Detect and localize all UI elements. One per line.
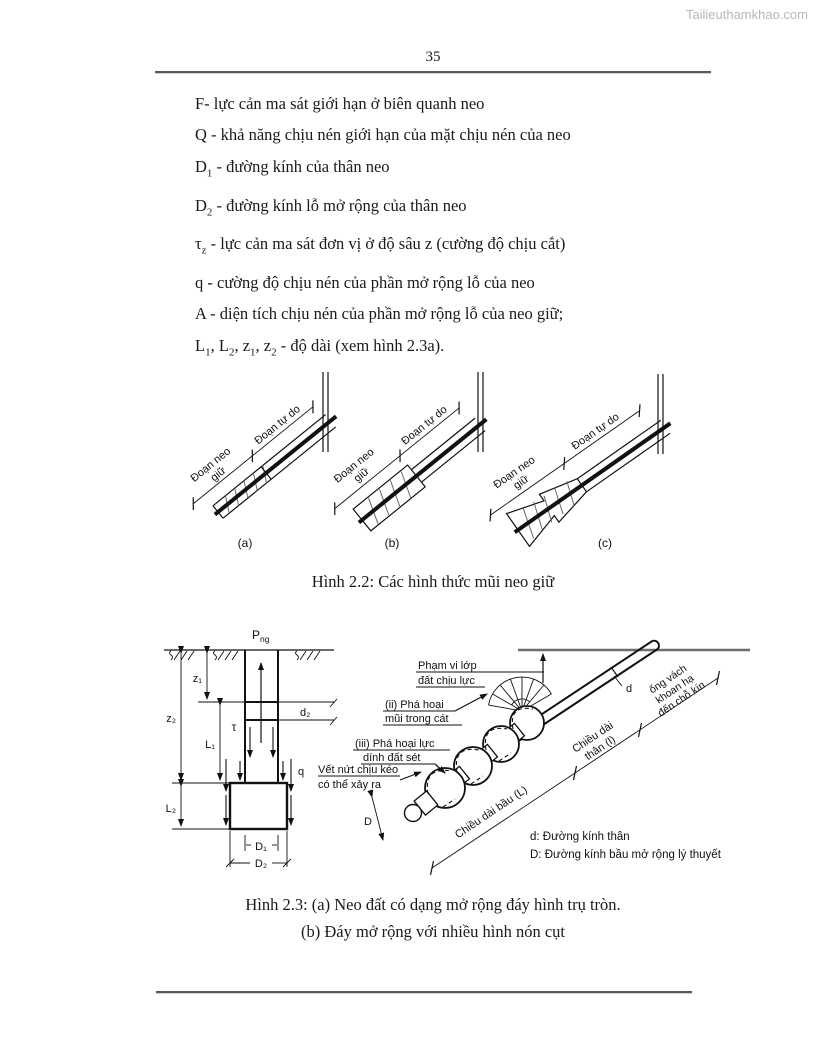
D2-label: D₂ xyxy=(255,858,267,870)
crack-label-1: Vết nứt chịu kéo xyxy=(318,764,398,776)
watermark: Tailieuthamkhao.com xyxy=(685,7,808,22)
definition-line: A - diện tích chịu nén của phần mở rộng … xyxy=(195,304,564,324)
bottom-rule xyxy=(156,991,692,994)
free-length-label: Đoạn tự do xyxy=(570,411,622,452)
fig22-panel-c: Đoạn neo giữ Đoạn tự do (c) xyxy=(489,374,672,550)
failure-fan xyxy=(488,676,552,712)
fig23-cross-section: Png τ q z₁ z₂ L₁ xyxy=(164,628,338,870)
d-label: d xyxy=(626,683,632,695)
d2-label: d₂ xyxy=(300,707,310,719)
definition-line: τz - lực cản ma sát đơn vị ở độ sâu z (c… xyxy=(195,234,566,257)
definition-line: D2 - đường kính lỗ mở rộng của thân neo xyxy=(195,195,467,218)
ground-hatch xyxy=(169,650,321,661)
D1-label: D₁ xyxy=(255,841,267,853)
sand-failure-label-2: mũi trong cát xyxy=(385,713,449,725)
L2-label: L₂ xyxy=(166,803,176,815)
casing-label: ống vách khoan hạ đến chỗ kín xyxy=(647,662,707,719)
p-sub: ng xyxy=(260,634,270,644)
sand-failure-label-1: (ii) Phá hoại xyxy=(385,699,444,711)
figure-2-3: Png τ q z₁ z₂ L₁ xyxy=(164,628,750,876)
D-label: D xyxy=(364,816,372,828)
clay-failure-label-2: dính đất sét xyxy=(363,752,421,764)
q-label: q xyxy=(298,766,304,778)
free-length-label: Đoạn tự do xyxy=(399,404,449,448)
crack-label-2: có thể xảy ra xyxy=(318,779,382,791)
under-reamed-bulb xyxy=(403,705,545,823)
page-number: 35 xyxy=(425,49,441,65)
definition-line: F- lực cản ma sát giới hạn ở biên quanh … xyxy=(195,94,485,113)
panel-b-label: (b) xyxy=(385,536,400,550)
tau-label: τ xyxy=(232,720,237,734)
shaft-length-label: Chiều dài thân (l) xyxy=(570,720,617,763)
figure-2-2-caption: Hình 2.2: Các hình thức mũi neo giữ xyxy=(311,572,555,591)
bearing-layer-label-2: đất chịu lực xyxy=(418,675,475,687)
figure-2-3-caption-line1: Hình 2.3: (a) Neo đất có dạng mở rộng đá… xyxy=(245,895,621,914)
definitions-list: F- lực cản ma sát giới hạn ở biên quanh … xyxy=(195,88,675,368)
legend-D: D: Đường kính bầu mở rộng lý thuyết xyxy=(530,849,722,861)
stress-arrows xyxy=(223,727,294,826)
top-rule xyxy=(155,71,711,74)
definition-line: D1 - đường kính của thân neo xyxy=(195,156,390,180)
panel-a-label: (a) xyxy=(238,536,253,550)
figure-2-2: Đoạn neo giữ Đoạn tự do (a) xyxy=(189,372,672,550)
bearing-layer-label-1: Phạm vi lớp xyxy=(418,660,477,672)
fig23-isometric: d xyxy=(353,639,750,876)
free-length-label: Đoạn tự do xyxy=(252,403,302,447)
figure-2-3-caption-line2: (b) Đáy mở rộng với nhiều hình nón cụt xyxy=(301,922,565,941)
p-main: P xyxy=(252,628,260,642)
definition-line: Q - khả năng chịu nén giới hạn của mặt c… xyxy=(195,125,571,145)
fig22-panel-a: Đoạn neo giữ Đoạn tự do (a) xyxy=(189,372,338,550)
definition-line: q - cường độ chịu nén của phần mở rộng l… xyxy=(195,272,535,292)
uplift-load-label: Png xyxy=(252,628,270,644)
legend-d: d: Đường kính thân xyxy=(530,831,630,843)
enlarged-base xyxy=(228,781,289,831)
z2-label: z₂ xyxy=(166,713,176,725)
clay-failure-label-1: (iii) Phá hoại lực xyxy=(355,738,435,750)
definition-line: L1, L2, z1, z2 - độ dài (xem hình 2.3a). xyxy=(195,335,445,359)
fig22-panel-b: Đoạn neo giữ Đoạn tự do (b) xyxy=(332,372,488,550)
z1-label: z₁ xyxy=(193,673,203,685)
panel-c-label: (c) xyxy=(598,536,612,550)
L1-label: L₁ xyxy=(205,739,215,751)
crack-annotation: Vết nứt chịu kéo có thể xảy ra xyxy=(318,764,422,791)
